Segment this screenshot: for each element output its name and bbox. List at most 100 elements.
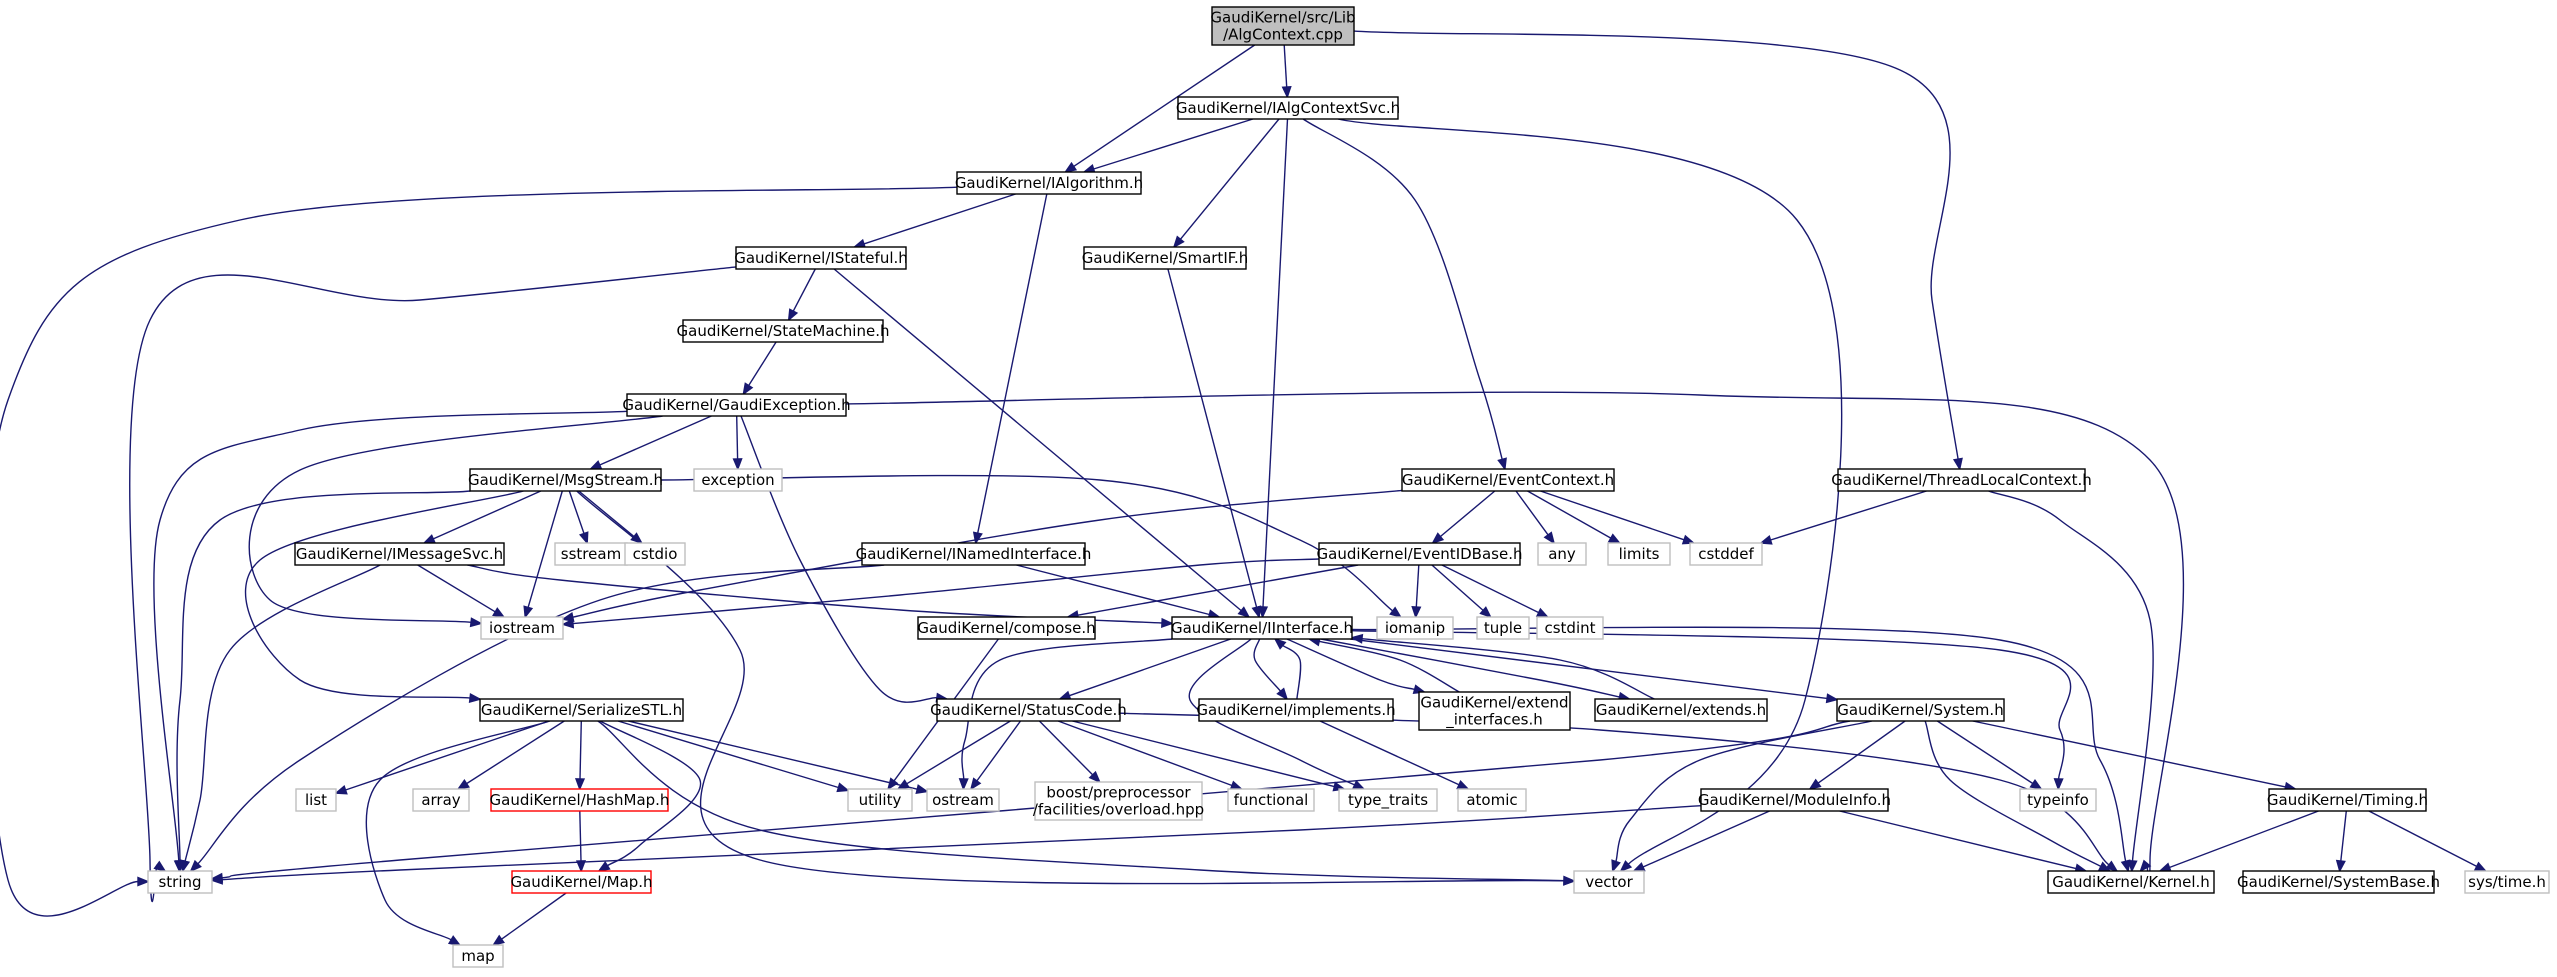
node-box <box>1376 616 1454 640</box>
node-label: any <box>1548 545 1576 563</box>
edge-statuscode-to-overload <box>1038 720 1102 784</box>
node-iinterface[interactable]: GaudiKernel/IInterface.h <box>1171 616 1353 640</box>
node-imessagesvc[interactable]: GaudiKernel/IMessageSvc.h <box>294 542 505 566</box>
edge-arrowhead <box>1161 617 1174 628</box>
edge-line <box>578 490 635 538</box>
edge-msgstream-to-iostream <box>523 490 563 619</box>
edge-line <box>1262 118 1289 608</box>
node-label: cstdint <box>1544 619 1595 637</box>
node-moduleinfo[interactable]: GaudiKernel/ModuleInfo.h <box>1698 788 1891 812</box>
edge-gaudiexception-to-msgstream <box>588 415 712 470</box>
edge-line <box>1361 638 1655 700</box>
edge-system-to-vector <box>1611 720 1873 873</box>
node-box <box>956 171 1142 195</box>
edge-system-to-moduleinfo <box>1808 720 1906 791</box>
node-extends[interactable]: GaudiKernel/extends.h <box>1594 698 1768 722</box>
node-smartif[interactable]: GaudiKernel/SmartIF.h <box>1082 246 1248 270</box>
edge-line <box>1527 490 1612 539</box>
node-label: GaudiKernel/System.h <box>1837 701 2003 719</box>
edge-root-to-ialgcontextsvc <box>1281 44 1292 99</box>
edge-line <box>1540 490 1685 541</box>
edge-serializestl-to-ostream <box>627 720 929 794</box>
node-label: GaudiKernel/INamedInterface.h <box>856 545 1092 563</box>
edge-line <box>579 810 582 862</box>
edge-line <box>221 805 1702 881</box>
edge-ialgorithm-to-string <box>0 186 958 917</box>
edge-extends-to-iinterface <box>1350 633 1655 700</box>
node-label: typeinfo <box>2027 791 2089 809</box>
edge-arrowhead <box>447 935 462 946</box>
edge-line <box>792 268 816 312</box>
node-label: limits <box>1619 545 1660 563</box>
edge-threadlocalcontext-to-kernel <box>1988 490 2154 873</box>
node-box <box>861 542 1086 566</box>
node-msgstream[interactable]: GaudiKernel/MsgStream.h <box>468 468 663 492</box>
node-type-traits: type_traits <box>1338 788 1438 812</box>
node-map[interactable]: GaudiKernel/Map.h <box>510 870 653 894</box>
node-implements[interactable]: GaudiKernel/implements.h <box>1196 698 1396 722</box>
edge-line <box>1286 638 1415 691</box>
node-label: GaudiKernel/MsgStream.h <box>468 471 663 489</box>
node-timing[interactable]: GaudiKernel/Timing.h <box>2267 788 2428 812</box>
edge-line <box>1770 490 1927 541</box>
node-ialgcontextsvc[interactable]: GaudiKernel/IAlgContextSvc.h <box>1176 96 1400 120</box>
node-serializestl[interactable]: GaudiKernel/SerializeSTL.h <box>479 698 684 722</box>
node-systembase[interactable]: GaudiKernel/SystemBase.h <box>2237 870 2440 894</box>
edge-arrowhead <box>523 605 534 619</box>
node-hashmap[interactable]: GaudiKernel/HashMap.h <box>490 788 670 812</box>
edge-arrowhead <box>732 458 743 471</box>
node-ialgorithm[interactable]: GaudiKernel/IAlgorithm.h <box>955 171 1143 195</box>
edge-arrowhead <box>1389 606 1403 619</box>
node-label: _interfaces.h <box>1445 711 1543 730</box>
edge-ialgcontextsvc-to-smartif <box>1172 118 1280 249</box>
node-label: list <box>305 791 327 809</box>
node-statuscode[interactable]: GaudiKernel/StatusCode.h <box>930 698 1127 722</box>
node-iomanip: iomanip <box>1376 616 1454 640</box>
edge-line <box>1319 640 1460 693</box>
node-kernel[interactable]: GaudiKernel/Kernel.h <box>2047 870 2215 894</box>
node-statemachine[interactable]: GaudiKernel/StateMachine.h <box>677 319 890 343</box>
edge-line <box>1057 720 1233 787</box>
node-root[interactable]: GaudiKernel/src/Lib/AlgContext.cpp <box>1210 6 1356 46</box>
node-label: string <box>158 873 201 891</box>
node-box <box>1700 788 1889 812</box>
node-label: cstdio <box>633 545 678 563</box>
edge-arrowhead <box>1063 161 1078 174</box>
node-box <box>412 788 470 812</box>
node-inamedinterface[interactable]: GaudiKernel/INamedInterface.h <box>856 542 1092 566</box>
node-label: /AlgContext.cpp <box>1223 26 1343 44</box>
node-box <box>936 698 1121 722</box>
node-box <box>693 468 783 492</box>
edge-threadlocalcontext-to-cstddef <box>1759 490 1927 545</box>
node-threadlocalcontext[interactable]: GaudiKernel/ThreadLocalContext.h <box>1831 468 2092 492</box>
edge-line <box>1077 564 1359 616</box>
node-eventcontext[interactable]: GaudiKernel/EventContext.h <box>1401 468 1615 492</box>
edge-iinterface-to-kernel <box>1351 626 2131 873</box>
edge-arrowhead <box>492 607 506 618</box>
node-map: map <box>452 944 504 968</box>
edge-ialgcontextsvc-to-vector <box>1337 118 1843 873</box>
node-system[interactable]: GaudiKernel/System.h <box>1836 698 2005 722</box>
edge-arrowhead <box>1431 532 1445 545</box>
edge-line <box>748 341 777 386</box>
edge-arrowhead <box>2127 859 2138 873</box>
edge-arrowhead <box>2158 862 2172 872</box>
edge-arrowhead <box>2139 859 2152 873</box>
node-box <box>1457 788 1527 812</box>
node-istateful[interactable]: GaudiKernel/IStateful.h <box>734 246 908 270</box>
edge-iinterface-to-system <box>1350 638 1839 704</box>
edge-arrowhead <box>1088 770 1102 784</box>
node-extend-interfaces[interactable]: GaudiKernel/extend_interfaces.h <box>1418 691 1571 731</box>
node-exception: exception <box>693 468 783 492</box>
edge-line <box>1069 638 1231 697</box>
edge-arrowhead <box>2053 778 2064 791</box>
node-label: exception <box>701 471 774 489</box>
node-label: utility <box>859 791 902 809</box>
node-box <box>1837 468 2086 492</box>
node-compose[interactable]: GaudiKernel/compose.h <box>917 616 1096 640</box>
edge-eventidbase-to-cstdint <box>1441 564 1550 618</box>
node-gaudiexception[interactable]: GaudiKernel/GaudiException.h <box>622 393 851 417</box>
edge-line <box>1282 644 1302 700</box>
node-eventidbase[interactable]: GaudiKernel/EventIDBase.h <box>1317 542 1523 566</box>
node-ostream: ostream <box>926 788 1000 812</box>
